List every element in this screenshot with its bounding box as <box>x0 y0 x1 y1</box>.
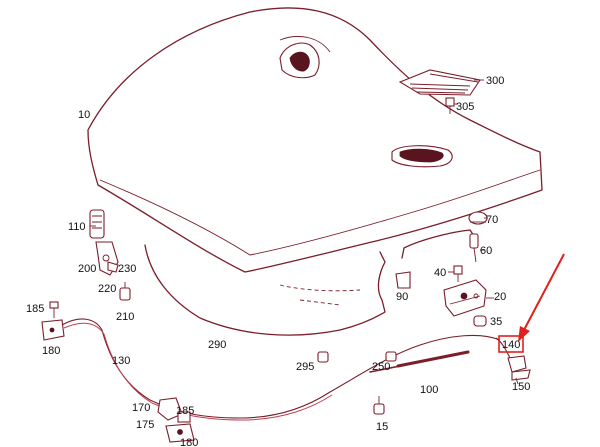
label-180-left: 180 <box>42 345 60 357</box>
part-20-lock <box>443 279 487 317</box>
part-140-release-cable-end <box>495 337 511 359</box>
part-110-buffer <box>89 209 105 239</box>
part-180-latch-left <box>41 301 65 341</box>
label-20: 20 <box>494 291 506 303</box>
label-140: 140 <box>502 339 520 351</box>
label-35: 35 <box>490 316 502 328</box>
label-290: 290 <box>208 339 226 351</box>
part-295-clip <box>317 351 397 363</box>
label-90: 90 <box>396 291 408 303</box>
part-210-bolt <box>119 282 131 301</box>
label-170: 170 <box>132 402 150 414</box>
part-180-latch-lower <box>157 397 195 443</box>
leader-lines <box>90 79 519 385</box>
hood-seal <box>144 244 386 336</box>
label-300: 300 <box>486 75 504 87</box>
label-200: 200 <box>78 263 96 275</box>
label-60: 60 <box>480 245 492 257</box>
part-40-screw <box>453 265 463 282</box>
part-250-strut <box>369 350 470 373</box>
label-130: 130 <box>112 355 130 367</box>
label-185-left: 185 <box>26 303 44 315</box>
part-305-screw <box>445 97 455 114</box>
label-180-lower: 180 <box>180 437 198 447</box>
part-150-bracket <box>507 355 531 381</box>
label-250: 250 <box>372 361 390 373</box>
highlight-callout <box>498 253 565 353</box>
part-200-hinge <box>95 241 119 276</box>
label-185-lower: 185 <box>176 405 194 417</box>
label-10: 10 <box>78 109 90 121</box>
part-35-cap <box>473 315 487 327</box>
label-110: 110 <box>68 221 86 233</box>
part-60-prop-rod <box>401 229 479 263</box>
label-175: 175 <box>136 419 154 431</box>
part-90-clip <box>395 271 411 289</box>
label-305: 305 <box>456 101 474 113</box>
label-220: 220 <box>98 283 116 295</box>
label-40: 40 <box>434 267 446 279</box>
label-295: 295 <box>296 361 314 373</box>
label-70: 70 <box>486 214 498 226</box>
part-130-cable <box>61 318 501 419</box>
label-230: 230 <box>118 263 136 275</box>
hood-panel <box>87 7 543 306</box>
label-210: 210 <box>116 311 134 323</box>
part-15-bolt <box>373 396 385 415</box>
part-130-cable-sheath <box>63 322 333 421</box>
label-15: 15 <box>376 421 388 433</box>
label-150: 150 <box>512 381 530 393</box>
label-100: 100 <box>420 384 438 396</box>
